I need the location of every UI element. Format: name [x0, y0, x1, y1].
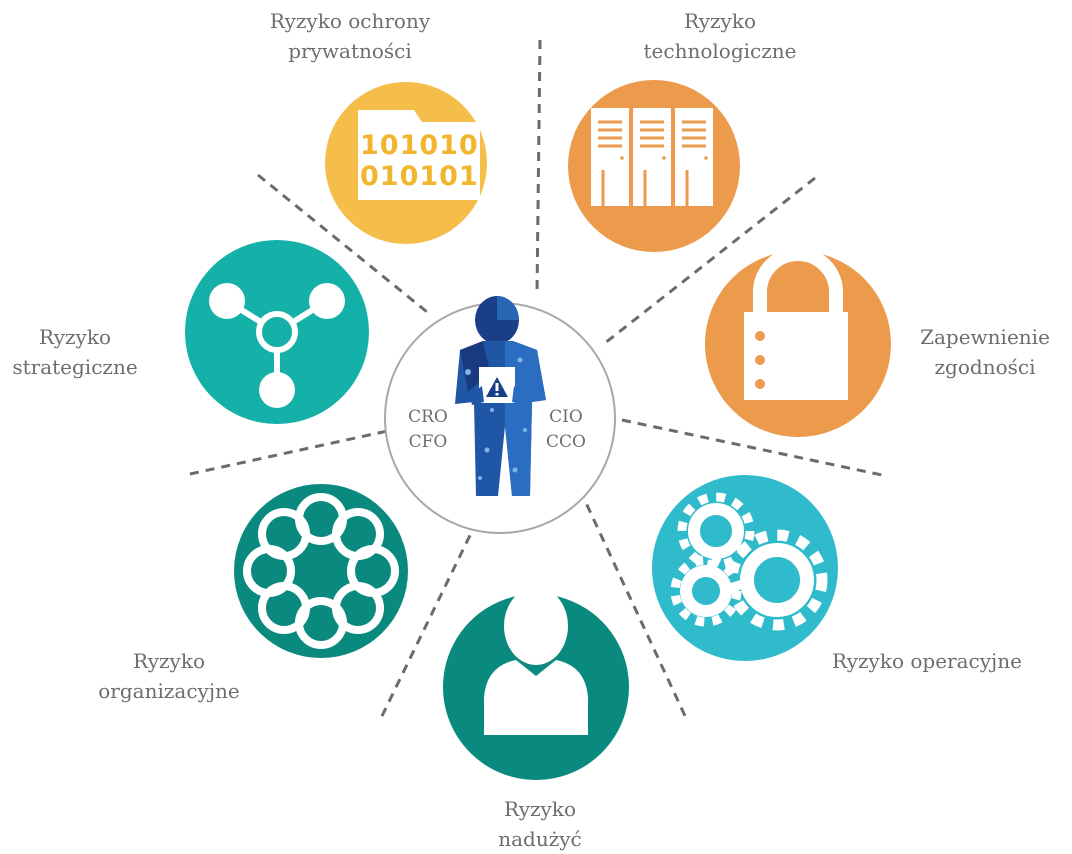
- divider-top-left: [257, 173, 433, 318]
- compliance-node: [705, 247, 891, 437]
- binary-line-1: 101010: [360, 130, 479, 161]
- privacy-risk-label-line-1: Ryzyko ochrony: [269, 9, 431, 33]
- operational-risk-label-line-1: Ryzyko operacyjne: [832, 649, 1022, 673]
- privacy-risk-label: Ryzyko ochrony prywatności: [240, 6, 460, 66]
- compliance-label-line-1: Zapewnienie: [920, 325, 1050, 349]
- strategic-risk-label-line-1: Ryzyko: [38, 325, 111, 349]
- role-cfo: CFO: [408, 432, 448, 452]
- technology-risk-label: Ryzyko technologiczne: [620, 6, 820, 66]
- technology-risk-label-line-1: Ryzyko: [683, 9, 756, 33]
- strategic-risk-label: Ryzyko strategiczne: [0, 322, 150, 382]
- strategic-risk-node: [185, 240, 369, 424]
- server-racks-icon: [591, 108, 713, 206]
- fraud-risk-label: Ryzyko nadużyć: [470, 794, 610, 854]
- role-cco: CCO: [546, 432, 586, 452]
- user-icon: [484, 587, 588, 735]
- dividers: [189, 39, 883, 719]
- divider-top: [535, 39, 542, 294]
- role-cro: CRO: [408, 407, 448, 427]
- roles-right: CIO CCO: [536, 405, 596, 455]
- divider-bottom-left: [379, 520, 479, 719]
- privacy-risk-label-line-2: prywatności: [288, 39, 412, 63]
- divider-left: [189, 428, 393, 476]
- technology-risk-label-line-2: technologiczne: [643, 39, 797, 63]
- divider-top-right: [604, 176, 816, 345]
- organizational-risk-label-line-1: Ryzyko: [132, 649, 205, 673]
- privacy-risk-node: [325, 82, 487, 244]
- person-with-warning-sign-icon: [455, 296, 546, 496]
- gears-icon: [670, 492, 828, 631]
- divider-right: [621, 418, 883, 477]
- organizational-risk-label-line-2: organizacyjne: [98, 679, 240, 703]
- compliance-label-line-2: zgodności: [934, 355, 1036, 379]
- strategic-risk-label-line-2: strategiczne: [12, 355, 138, 379]
- organizational-risk-label: Ryzyko organizacyjne: [84, 646, 254, 706]
- fraud-risk-label-line-1: Ryzyko: [503, 797, 576, 821]
- technology-risk-node: [568, 80, 740, 252]
- compliance-label: Zapewnienie zgodności: [910, 322, 1060, 382]
- binary-text: 101010 010101: [360, 130, 478, 192]
- binary-folder-icon: [358, 110, 480, 200]
- padlock-icon: [744, 247, 848, 400]
- operational-risk-node: [652, 475, 838, 661]
- organizational-risk-node: [234, 484, 408, 658]
- node-network-icon: [209, 283, 345, 408]
- roles-left: CRO CFO: [398, 405, 458, 455]
- binary-line-2: 010101: [360, 161, 479, 192]
- divider-bottom-right: [578, 489, 688, 719]
- fraud-risk-node: [443, 587, 629, 780]
- operational-risk-label: Ryzyko operacyjne: [812, 646, 1042, 676]
- linked-rings-icon: [243, 493, 399, 649]
- role-cio: CIO: [549, 407, 583, 427]
- fraud-risk-label-line-2: nadużyć: [498, 827, 582, 851]
